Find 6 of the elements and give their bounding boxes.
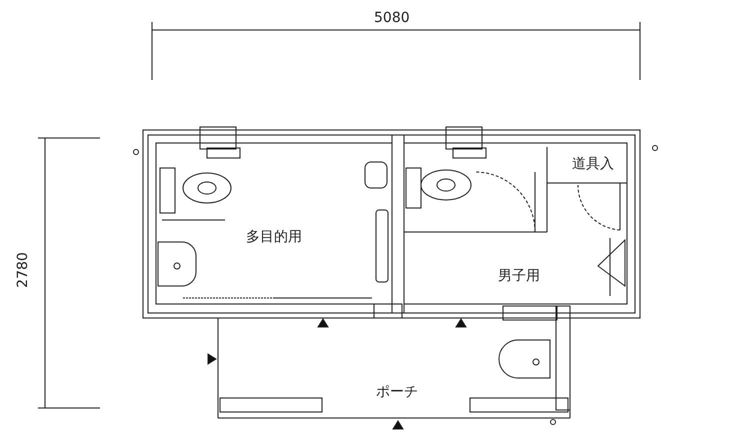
room-label: 道具入 xyxy=(572,156,614,172)
dimension-value: 5080 xyxy=(374,10,410,26)
room-label: 多目的用 xyxy=(246,229,302,245)
room-label: 男子用 xyxy=(498,268,540,284)
room-label: ポーチ xyxy=(376,384,418,400)
dimension-value: 2780 xyxy=(14,252,31,288)
